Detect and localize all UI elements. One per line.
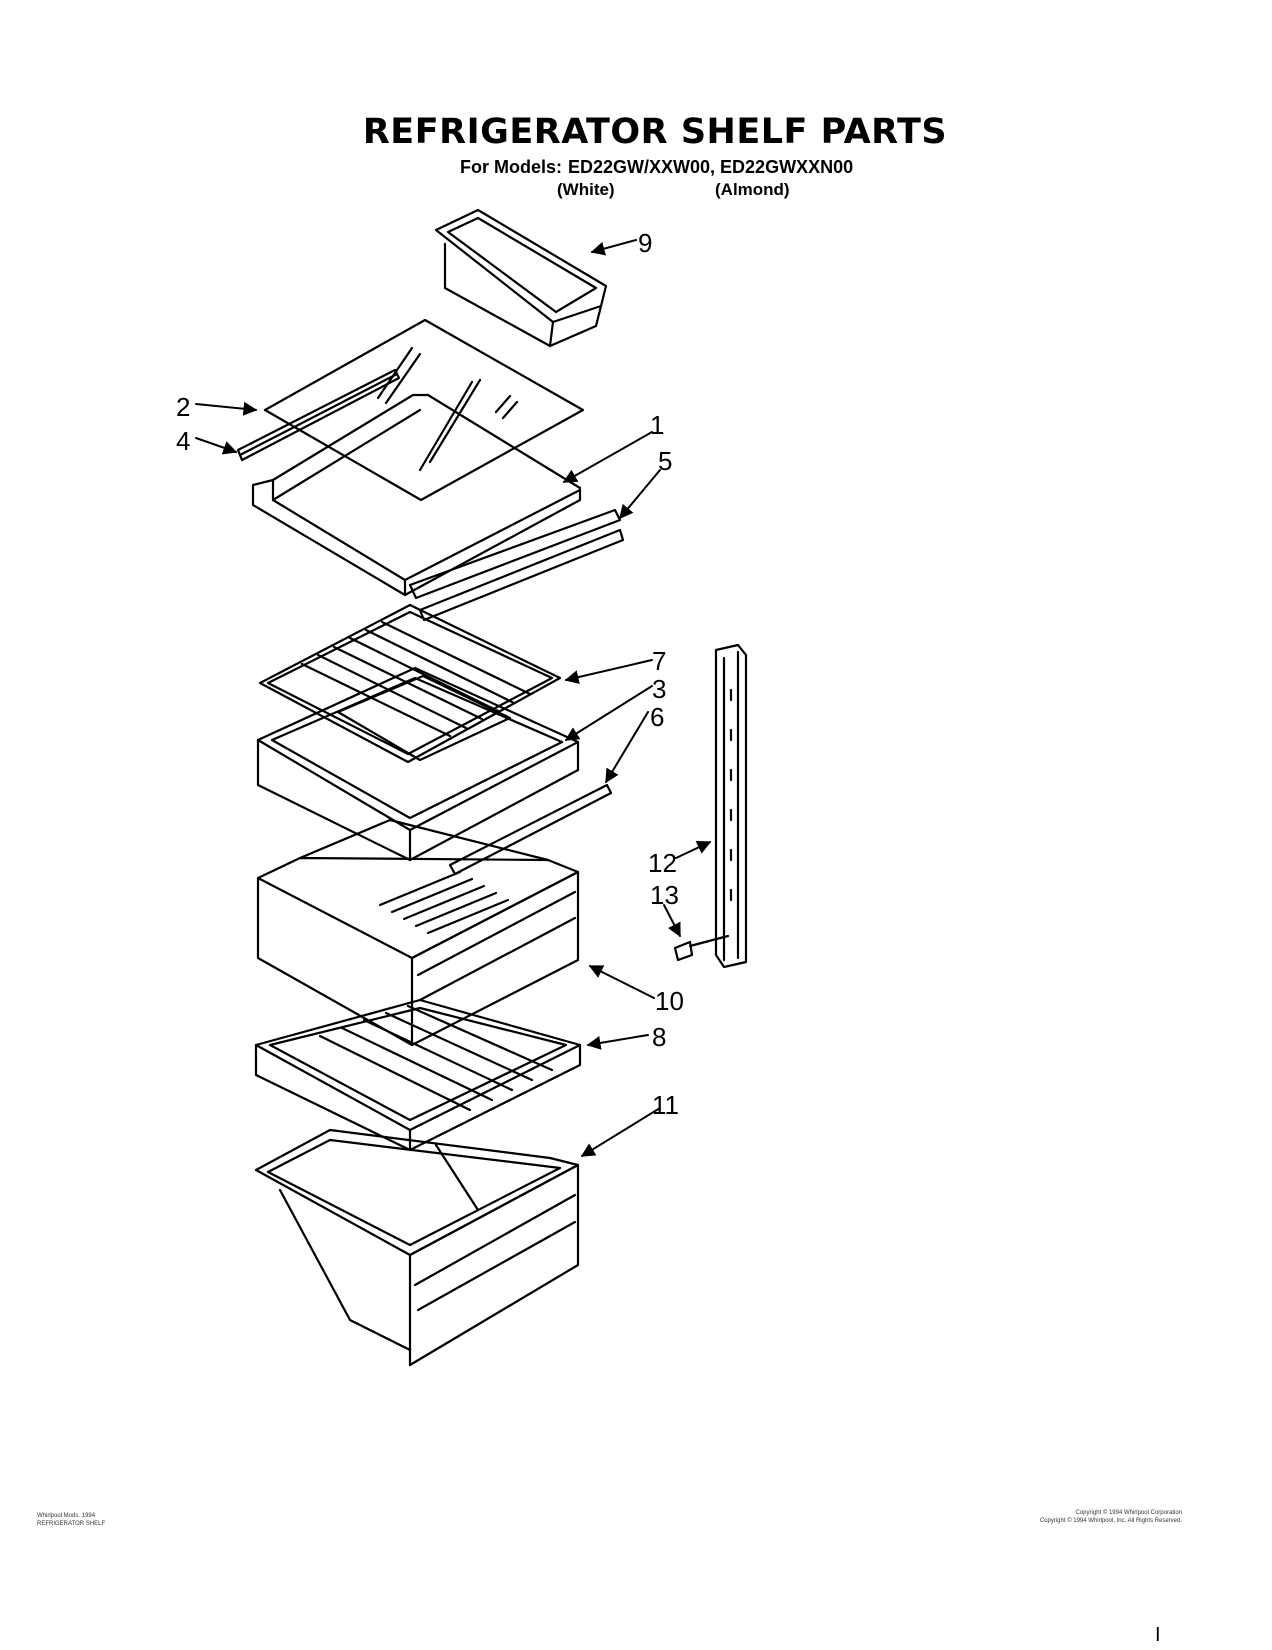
part-7-wire-shelf	[258, 603, 562, 764]
callout-1: 1	[650, 410, 665, 440]
footer-left-line1: Whirlpool Mods. 1994	[37, 1513, 96, 1519]
part-3-cover-frame	[256, 666, 580, 862]
footer-left-line2: REFRIGERATOR SHELF	[37, 1521, 106, 1527]
models-list: ED22GW/XXW00, ED22GWXXN00	[568, 157, 854, 177]
footer-right-line1: Copyright © 1994 Whirlpool Corporation	[1075, 1510, 1182, 1516]
callout-11: 11	[652, 1090, 679, 1120]
callout-6: 6	[650, 702, 665, 732]
variant-almond: (Almond)	[715, 180, 790, 199]
part-8-lower-shelf	[254, 998, 582, 1152]
callout-13: 13	[650, 880, 679, 910]
models-label: For Models:	[460, 157, 562, 177]
variant-white: (White)	[557, 180, 615, 199]
corner-mark: I	[1155, 1624, 1161, 1646]
footer-right-line2: Copyright © 1994 Whirlpool, Inc. All Rig…	[1039, 1518, 1182, 1524]
callout-7: 7	[652, 646, 667, 676]
diagram-title: REFRIGERATOR SHELF PARTS	[362, 112, 948, 152]
footer-right: Copyright © 1994 Whirlpool Corporation C…	[1040, 1509, 1182, 1525]
leader-lines	[195, 239, 712, 1157]
callout-12: 12	[648, 848, 677, 878]
callout-4: 4	[176, 426, 191, 456]
model-numbers: For Models: ED22GW/XXW00, ED22GWXXN00	[460, 157, 853, 178]
callout-8: 8	[652, 1022, 667, 1052]
part-12-side-rail	[714, 643, 748, 969]
part-4-trim	[236, 368, 401, 462]
callout-2: 2	[176, 392, 191, 422]
part-9-bin	[434, 208, 608, 348]
part-5-rail	[408, 508, 625, 622]
part-2-glass-shelf	[263, 318, 585, 502]
part-1-shelf-frame	[251, 393, 582, 597]
callout-10: 10	[655, 986, 684, 1016]
callout-3: 3	[652, 674, 667, 704]
callout-9: 9	[638, 228, 653, 258]
part-6-rod	[448, 783, 613, 876]
callout-5: 5	[658, 446, 673, 476]
part-13-screw	[673, 934, 730, 962]
part-11-lower-drawer	[254, 1128, 580, 1367]
footer-left: Whirlpool Mods. 1994 REFRIGERATOR SHELF	[37, 1512, 105, 1528]
